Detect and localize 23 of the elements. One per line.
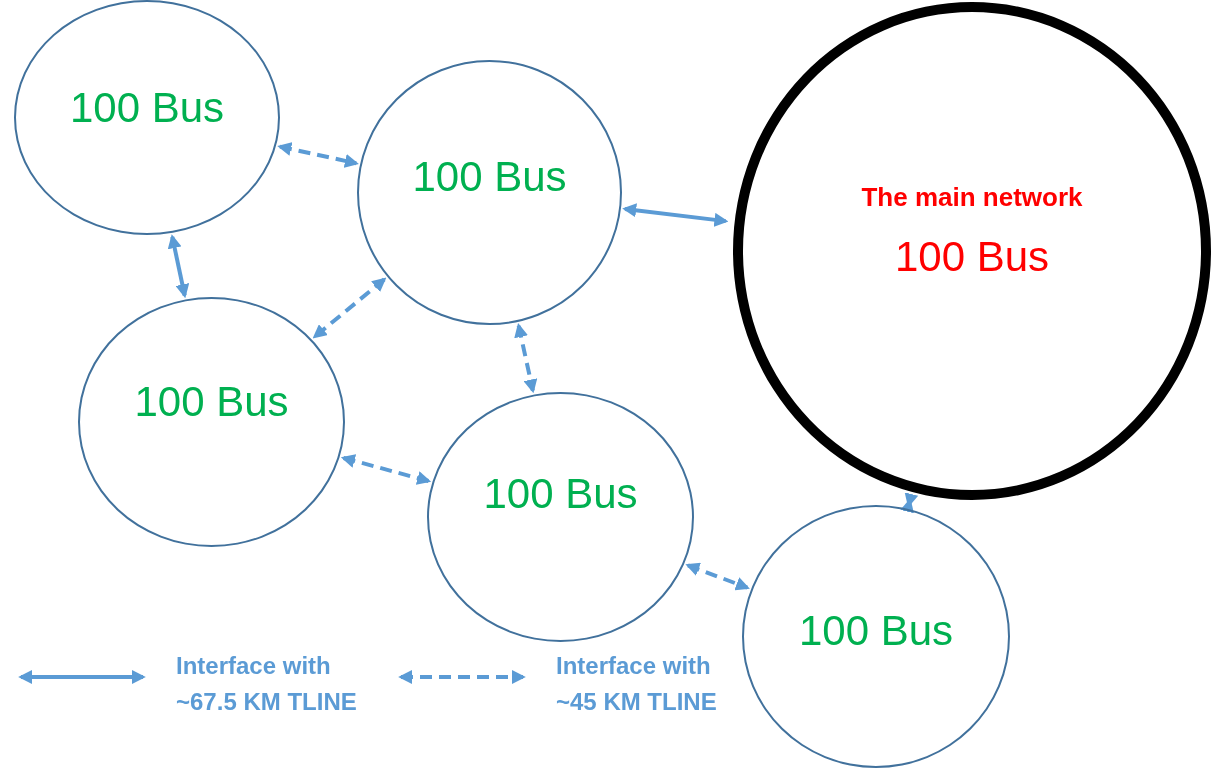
double-arrow [514,323,538,394]
double-arrow [340,454,432,485]
bus-count: 100 Bus [69,83,225,134]
legend-text: Interface with ~67.5 KM TLINE [176,651,358,717]
bus-circle [14,0,280,235]
double-arrow [277,142,359,168]
double-arrow [167,234,190,299]
bus-circle [427,392,694,642]
bus-circle [78,297,345,547]
bus-count: 100 Bus [483,469,638,520]
network-title: The main network [861,181,1083,215]
double-arrow [312,277,387,339]
double-arrow [622,203,729,227]
bus-count: 100 Bus [798,606,954,657]
bus-circle [742,505,1010,768]
bus-circle [357,60,622,325]
bus-count: 100 Bus [134,376,289,427]
bus-count: 100 Bus [894,232,1050,283]
double-arrow [900,492,919,514]
bus-count: 100 Bus [412,152,567,203]
double-arrow [685,562,750,591]
legend-text: Interface with ~45 KM TLINE [556,651,718,717]
main-network-circle [733,2,1211,500]
